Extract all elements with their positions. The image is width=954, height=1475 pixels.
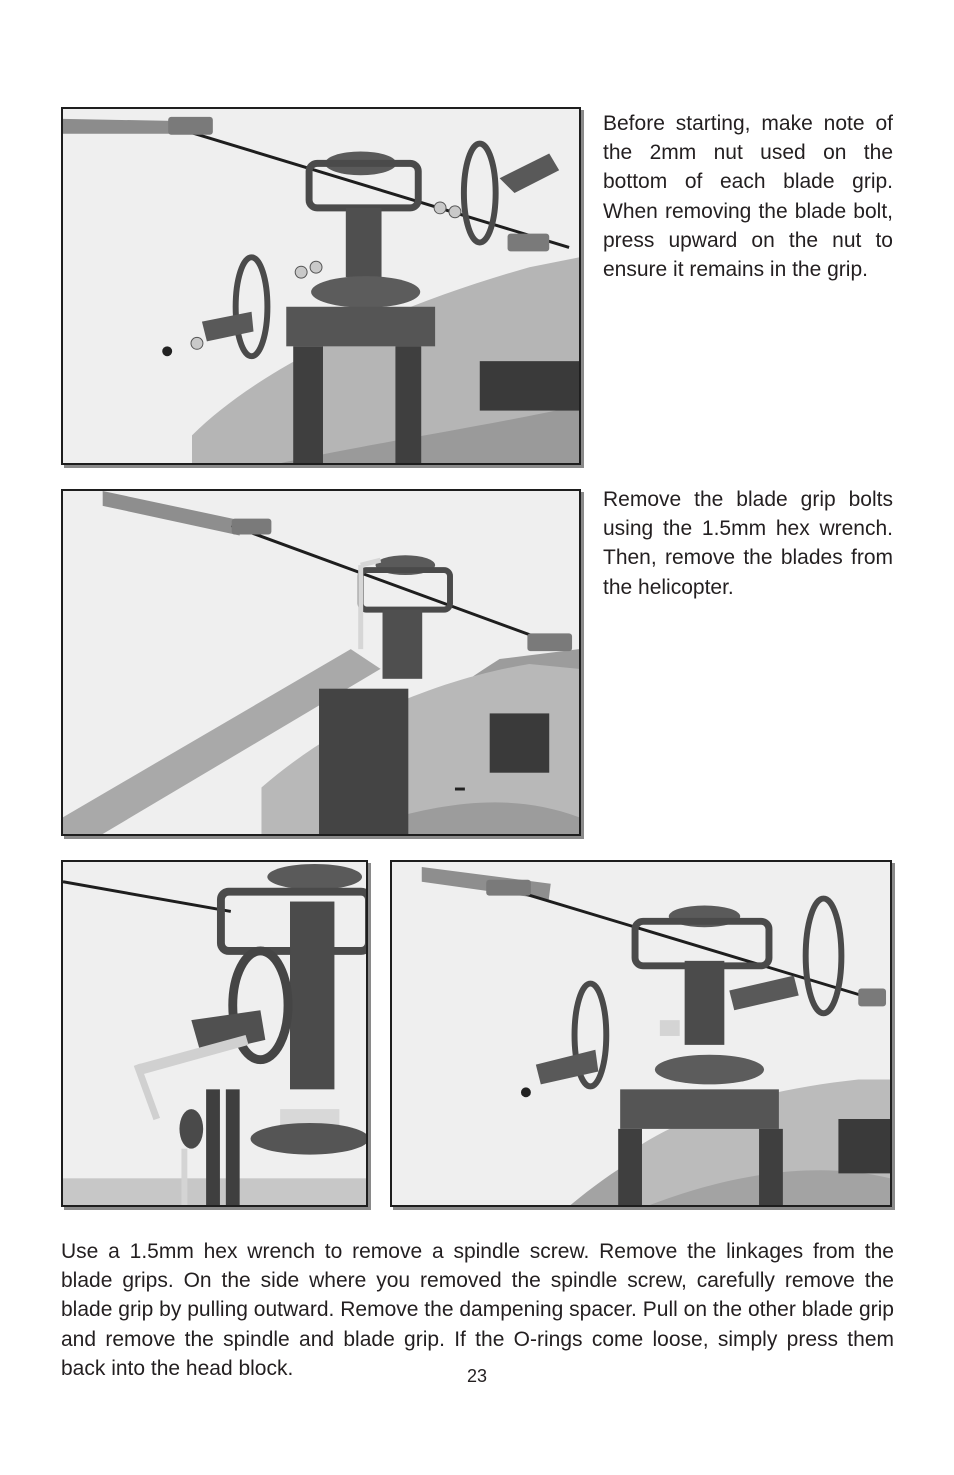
spindle-screw-illustration bbox=[63, 862, 366, 1205]
step-2-text: Remove the blade grip bolts using the 1.… bbox=[603, 488, 893, 599]
figure-remove-blade-bolts bbox=[61, 489, 581, 836]
figure-exploded-rotor-head bbox=[61, 107, 581, 465]
figure-spindle-screw-wrench bbox=[61, 860, 368, 1207]
figure-remove-spindle-grip bbox=[390, 860, 892, 1207]
spindle-grip-removal-illustration bbox=[392, 862, 890, 1205]
step-3-text: Use a 1.5mm hex wrench to remove a spind… bbox=[61, 1240, 894, 1380]
page-number: 23 bbox=[466, 1366, 488, 1386]
blade-bolt-removal-illustration bbox=[63, 491, 579, 834]
step-1-text: Before starting, make note of the 2mm nu… bbox=[603, 112, 893, 282]
rotor-head-exploded-illustration bbox=[63, 109, 579, 463]
